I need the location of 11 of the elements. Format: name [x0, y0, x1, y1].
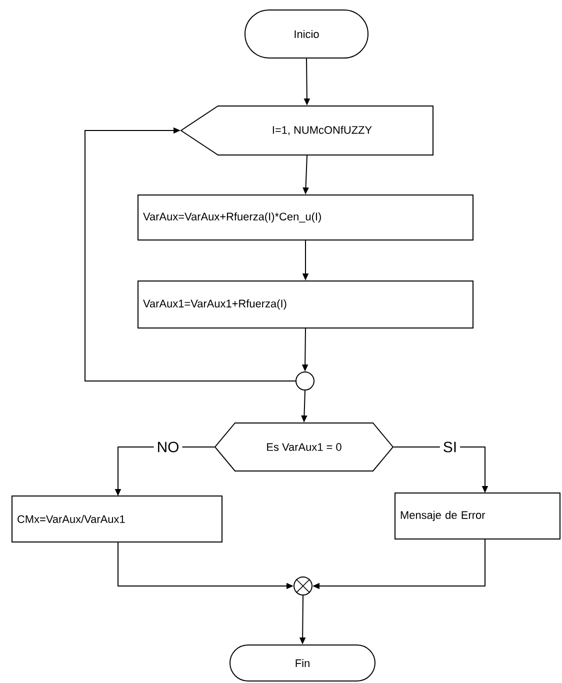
- connector-circle: [296, 372, 314, 390]
- process-box: Mensaje de Error: [394, 492, 560, 540]
- process-box: VarAux=VarAux+Rfuerza(I)*Cen_u(I): [138, 194, 474, 240]
- edge-label: SI: [440, 438, 460, 456]
- process-box: VarAux1=VarAux1+Rfuerza(I): [138, 280, 474, 328]
- terminal-box: Fin: [230, 644, 376, 682]
- arrow: [84, 127, 296, 382]
- edge-label: NO: [154, 438, 182, 456]
- terminal-box: Inicio: [244, 10, 368, 58]
- junction-circle: [294, 576, 312, 596]
- process-box: CMx=VarAux/VarAux1: [12, 496, 222, 542]
